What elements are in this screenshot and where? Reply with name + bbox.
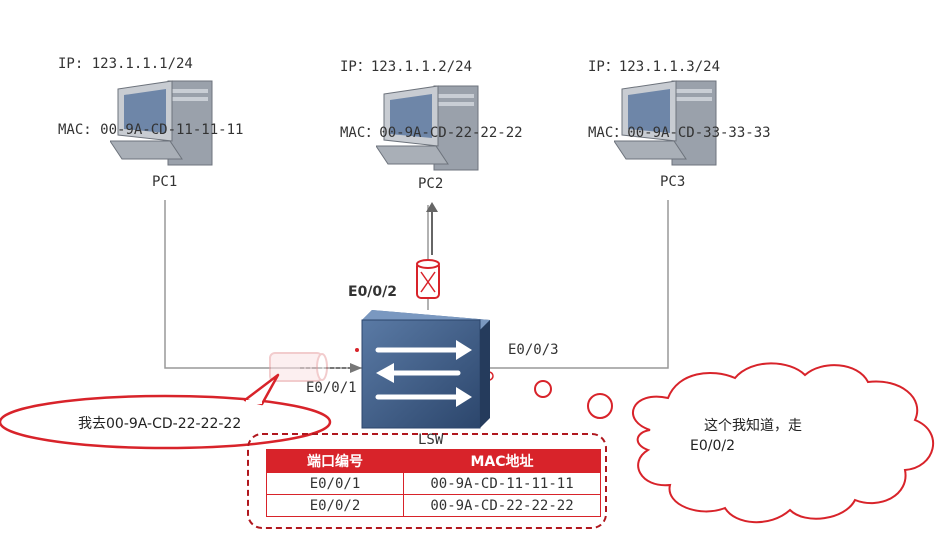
pc3-info: IP：123.1.1.3/24 MAC：00-9A-CD-33-33-33 [588,12,771,166]
port-marker-e001 [355,348,359,352]
pc2-info: IP：123.1.1.2/24 MAC：00-9A-CD-22-22-22 [340,12,523,166]
row1-port: E0/0/1 [266,472,404,495]
thought-cloud-shape [534,362,935,524]
port-label-e003: E0/0/3 [508,342,559,358]
pc3-label: PC3 [660,174,686,190]
header-mac: MAC地址 [403,449,601,473]
row1-mac: 00-9A-CD-11-11-11 [403,472,601,495]
thought-cloud-text: 这个我知道，走 E0/0/2 [690,416,802,456]
speech-bubble-shape [0,373,332,450]
pc1-label: PC1 [152,174,178,190]
pc1-info: IP: 123.1.1.1/24 MAC: 00-9A-CD-11-11-11 [58,9,243,163]
cloud-line-2: E0/0/2 [690,438,736,454]
pc2-ip: IP：123.1.1.2/24 [340,59,473,75]
switch-lsw-icon [361,310,490,429]
table-row: E0/0/2 00-9A-CD-22-22-22 [266,494,601,517]
table-row: E0/0/1 00-9A-CD-11-11-11 [266,472,601,495]
port-label-e002: E0/0/2 [348,284,398,300]
arrow-head-pc2 [426,202,438,212]
mac-address-table-wrap: 端口编号 MAC地址 E0/0/1 00-9A-CD-11-11-11 E0/0… [266,449,601,517]
pc1-ip: IP: 123.1.1.1/24 [58,56,193,72]
pc3-computer-icon [613,75,720,171]
row2-port: E0/0/2 [266,494,404,517]
speech-bubble-text: 我去00-9A-CD-22-22-22 [78,416,242,432]
row2-mac: 00-9A-CD-22-22-22 [403,494,601,517]
pc1-mac: MAC: 00-9A-CD-11-11-11 [58,122,244,138]
cloud-line-1: 这个我知道，走 [704,418,802,434]
pc1-computer-icon [109,75,216,171]
header-port: 端口编号 [266,449,404,473]
packet-icon-e002 [416,259,440,299]
pc2-mac: MAC：00-9A-CD-22-22-22 [340,125,523,141]
link-pc3-lsw [490,200,669,369]
link-pc1-lsw [164,200,362,369]
switch-label-lsw: LSW [418,432,444,448]
pc2-computer-icon [375,80,482,176]
arrow-head-e001 [350,363,362,373]
pc2-label: PC2 [418,176,444,192]
pc3-ip: IP：123.1.1.3/24 [588,59,721,75]
packet-icon-e001 [269,352,328,382]
mac-table-frame [247,433,607,529]
port-label-e001: E0/0/1 [306,380,357,396]
pc3-mac: MAC：00-9A-CD-33-33-33 [588,125,771,141]
mac-table-header-row: 端口编号 MAC地址 [266,449,601,473]
mac-address-table: 端口编号 MAC地址 E0/0/1 00-9A-CD-11-11-11 E0/0… [266,449,601,517]
